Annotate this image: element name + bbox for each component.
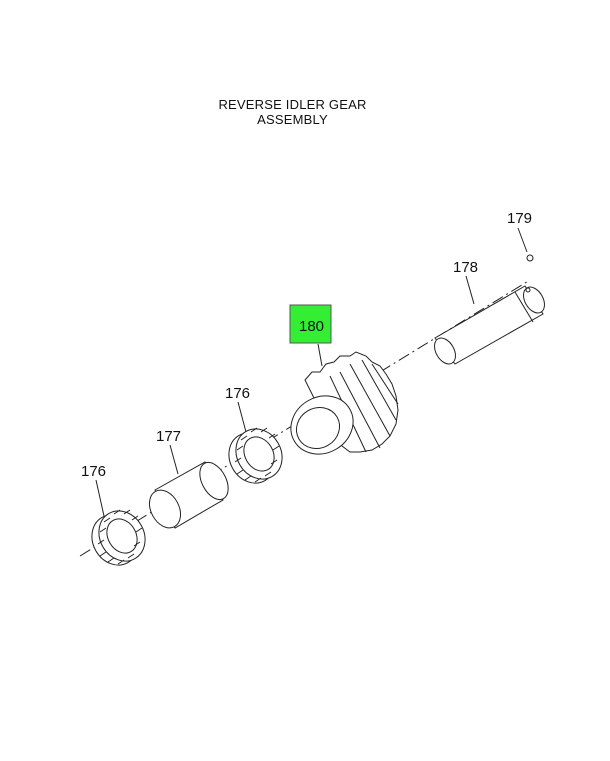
idler-shaft	[434, 285, 545, 365]
needle-bearing-left	[91, 509, 146, 566]
leader-line-177	[169, 444, 179, 475]
leader-line-176-right	[237, 401, 247, 433]
reverse-idler-gear	[290, 351, 399, 455]
leader-line-176-left	[95, 479, 105, 517]
spacer-tube	[148, 461, 229, 529]
callout-176-right: 176	[225, 385, 250, 402]
highlight-box-180[interactable]	[289, 304, 332, 344]
leader-line-180	[317, 343, 323, 367]
callout-180[interactable]: 180	[299, 318, 324, 335]
leader-line-179	[517, 227, 528, 253]
callout-179: 179	[507, 210, 532, 227]
plug	[526, 254, 534, 262]
callout-176-left: 176	[81, 463, 106, 480]
diagram-title-line1: REVERSE IDLER GEAR	[218, 97, 367, 112]
needle-bearing-right	[228, 427, 283, 484]
callout-178: 178	[453, 259, 478, 276]
leader-line-178	[465, 275, 475, 305]
diagram-title-line2: ASSEMBLY	[257, 112, 328, 127]
callout-177: 177	[156, 428, 181, 445]
